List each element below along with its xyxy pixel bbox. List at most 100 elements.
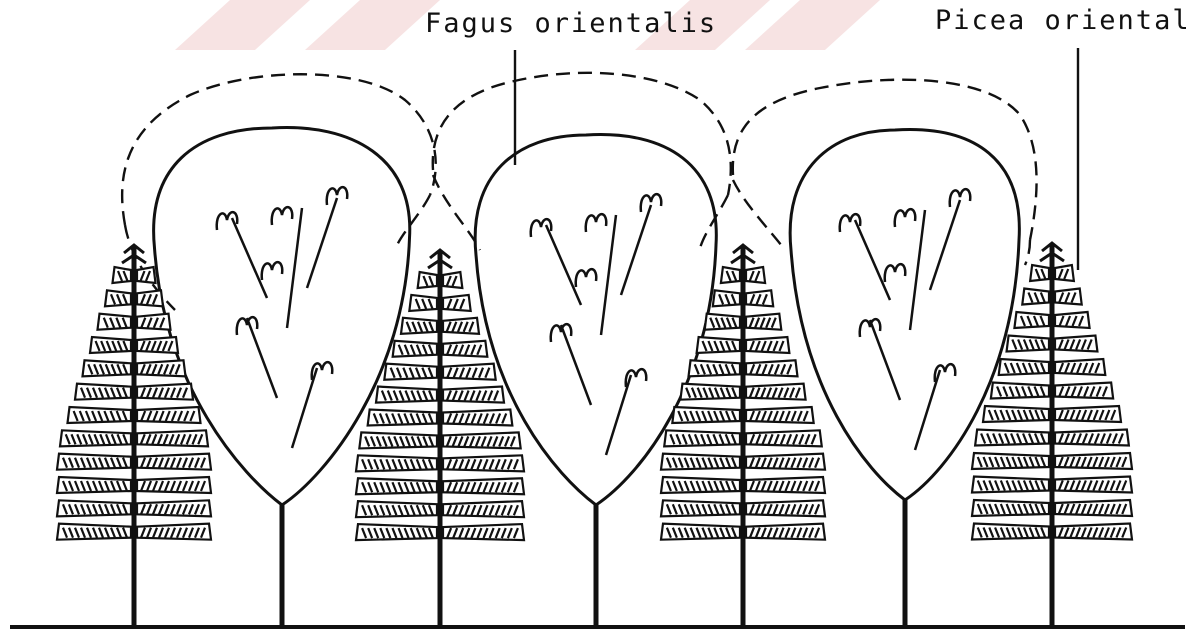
spruce-branch-tier	[137, 407, 201, 423]
spruce-branch-tier	[57, 500, 131, 516]
spruce-branch-tier	[137, 500, 211, 516]
spruce-branch-tier	[1055, 406, 1121, 422]
beech-tree	[154, 128, 410, 627]
spruce-branch-tier	[401, 318, 437, 334]
spruce-branch-tier	[376, 387, 437, 403]
spruce-branch-tier	[1022, 289, 1049, 305]
spruce-branch-tier	[356, 455, 437, 471]
dashed-join	[733, 180, 785, 250]
beech-leaf-mark	[576, 269, 597, 287]
spruce-branch-tier	[368, 410, 437, 426]
spruce-branch-tier	[1014, 312, 1049, 328]
spruce-tree	[661, 245, 825, 627]
spruce-branch-tier	[746, 407, 814, 423]
spruce-branch-tier	[746, 290, 773, 306]
spruce-branch-tier	[443, 272, 462, 288]
spruce-branch-tier	[972, 500, 1049, 516]
spruce-branch-tier	[1030, 265, 1049, 281]
spruce-branch-tier	[1055, 289, 1082, 305]
spruce-branch-tier	[1055, 336, 1097, 352]
beech-leaf-mark	[895, 209, 916, 227]
spruce-branch-tier	[443, 364, 496, 380]
spruce-branch-tier	[83, 360, 132, 376]
spruce-branch-tier	[1055, 383, 1113, 399]
spruce-branch-tier	[746, 384, 806, 400]
spruce-branch-tier	[705, 314, 740, 330]
spruce-branch-tier	[1055, 265, 1074, 281]
beech-branch	[247, 318, 277, 398]
spruce-branch-tier	[418, 272, 437, 288]
spruce-tree	[972, 243, 1132, 627]
dashed-join	[1025, 240, 1030, 265]
dashed-join	[395, 195, 430, 250]
spruce-branch-tier	[443, 432, 521, 448]
spruce-branch-tier	[137, 290, 163, 306]
spruce-branch-tier	[137, 267, 156, 283]
spruce-branch-tier	[356, 524, 437, 540]
spruce-branch-tier	[680, 384, 740, 400]
dashed-join	[700, 195, 728, 248]
spruce-branch-tier	[689, 360, 740, 376]
spruce-branch-tier	[113, 267, 132, 283]
spruce-branch-tier	[393, 341, 437, 357]
spruce-branch-tier	[983, 406, 1049, 422]
spruce-branch-tier	[661, 500, 740, 516]
spruce-branch-tier	[664, 430, 740, 446]
spruce-branch-tier	[443, 295, 471, 311]
spruce-branch-tier	[661, 524, 740, 540]
beech-branch	[292, 368, 317, 448]
beech-crown-dashed-outline	[733, 80, 1037, 240]
beech-branch	[855, 220, 890, 300]
spruce-branch-tier	[443, 524, 524, 540]
beech-branch	[601, 215, 616, 335]
spruce-branch-tier	[972, 524, 1049, 540]
spruce-branch-tier	[746, 267, 765, 283]
beech-branch	[910, 210, 925, 330]
spruce-branch-tier	[443, 341, 487, 357]
spruce-branch-tier	[98, 314, 132, 330]
spruce-branch-tier	[137, 524, 211, 540]
beech-branch	[287, 208, 302, 328]
spruce-branch-tier	[443, 455, 524, 471]
spruce-branch-tier	[443, 478, 524, 494]
beech-leaf-mark	[641, 194, 662, 212]
spruce-branch-tier	[443, 387, 504, 403]
beech-leaf-mark	[327, 187, 348, 205]
spruce-branch-tier	[999, 359, 1049, 375]
spruce-branch-tier	[746, 477, 825, 493]
beech-leaf-mark	[262, 262, 283, 280]
spruce-branch-tier	[105, 290, 131, 306]
spruce-branch-tier	[409, 295, 437, 311]
spruce-branch-tier	[443, 501, 524, 517]
spruce-branch-tier	[746, 360, 797, 376]
spruce-branch-tier	[443, 410, 512, 426]
spruce-branch-tier	[137, 477, 211, 493]
spruce-branch-tier	[661, 454, 740, 470]
spruce-branch-tier	[721, 267, 740, 283]
beech-leaf-mark	[950, 189, 971, 207]
spruce-branch-tier	[746, 524, 825, 540]
spruce-branch-tier	[1055, 312, 1090, 328]
beech-branch	[561, 325, 591, 405]
spruce-branch-tier	[384, 364, 437, 380]
fagus-orientalis-label: Fagus orientalis	[425, 8, 717, 39]
spruce-branch-tier	[746, 430, 822, 446]
spruce-branch-tier	[746, 337, 789, 353]
spruce-branch-tier	[697, 337, 740, 353]
beech-branch	[606, 375, 631, 455]
beech-leaf-mark	[586, 214, 607, 232]
beech-tree	[475, 135, 716, 627]
spruce-branch-tier	[1055, 500, 1132, 516]
spruce-branch-tier	[57, 524, 131, 540]
beech-crown-dashed-outline	[122, 74, 436, 225]
spruce-branch-tier	[356, 478, 437, 494]
spruce-branch-tier	[713, 290, 740, 306]
beech-branch	[307, 198, 337, 288]
spruce-tree	[356, 250, 524, 627]
spruce-branch-tier	[972, 477, 1049, 493]
spruce-branch-tier	[137, 360, 186, 376]
spruce-branch-tier	[746, 500, 825, 516]
spruce-branch-tier	[443, 318, 479, 334]
